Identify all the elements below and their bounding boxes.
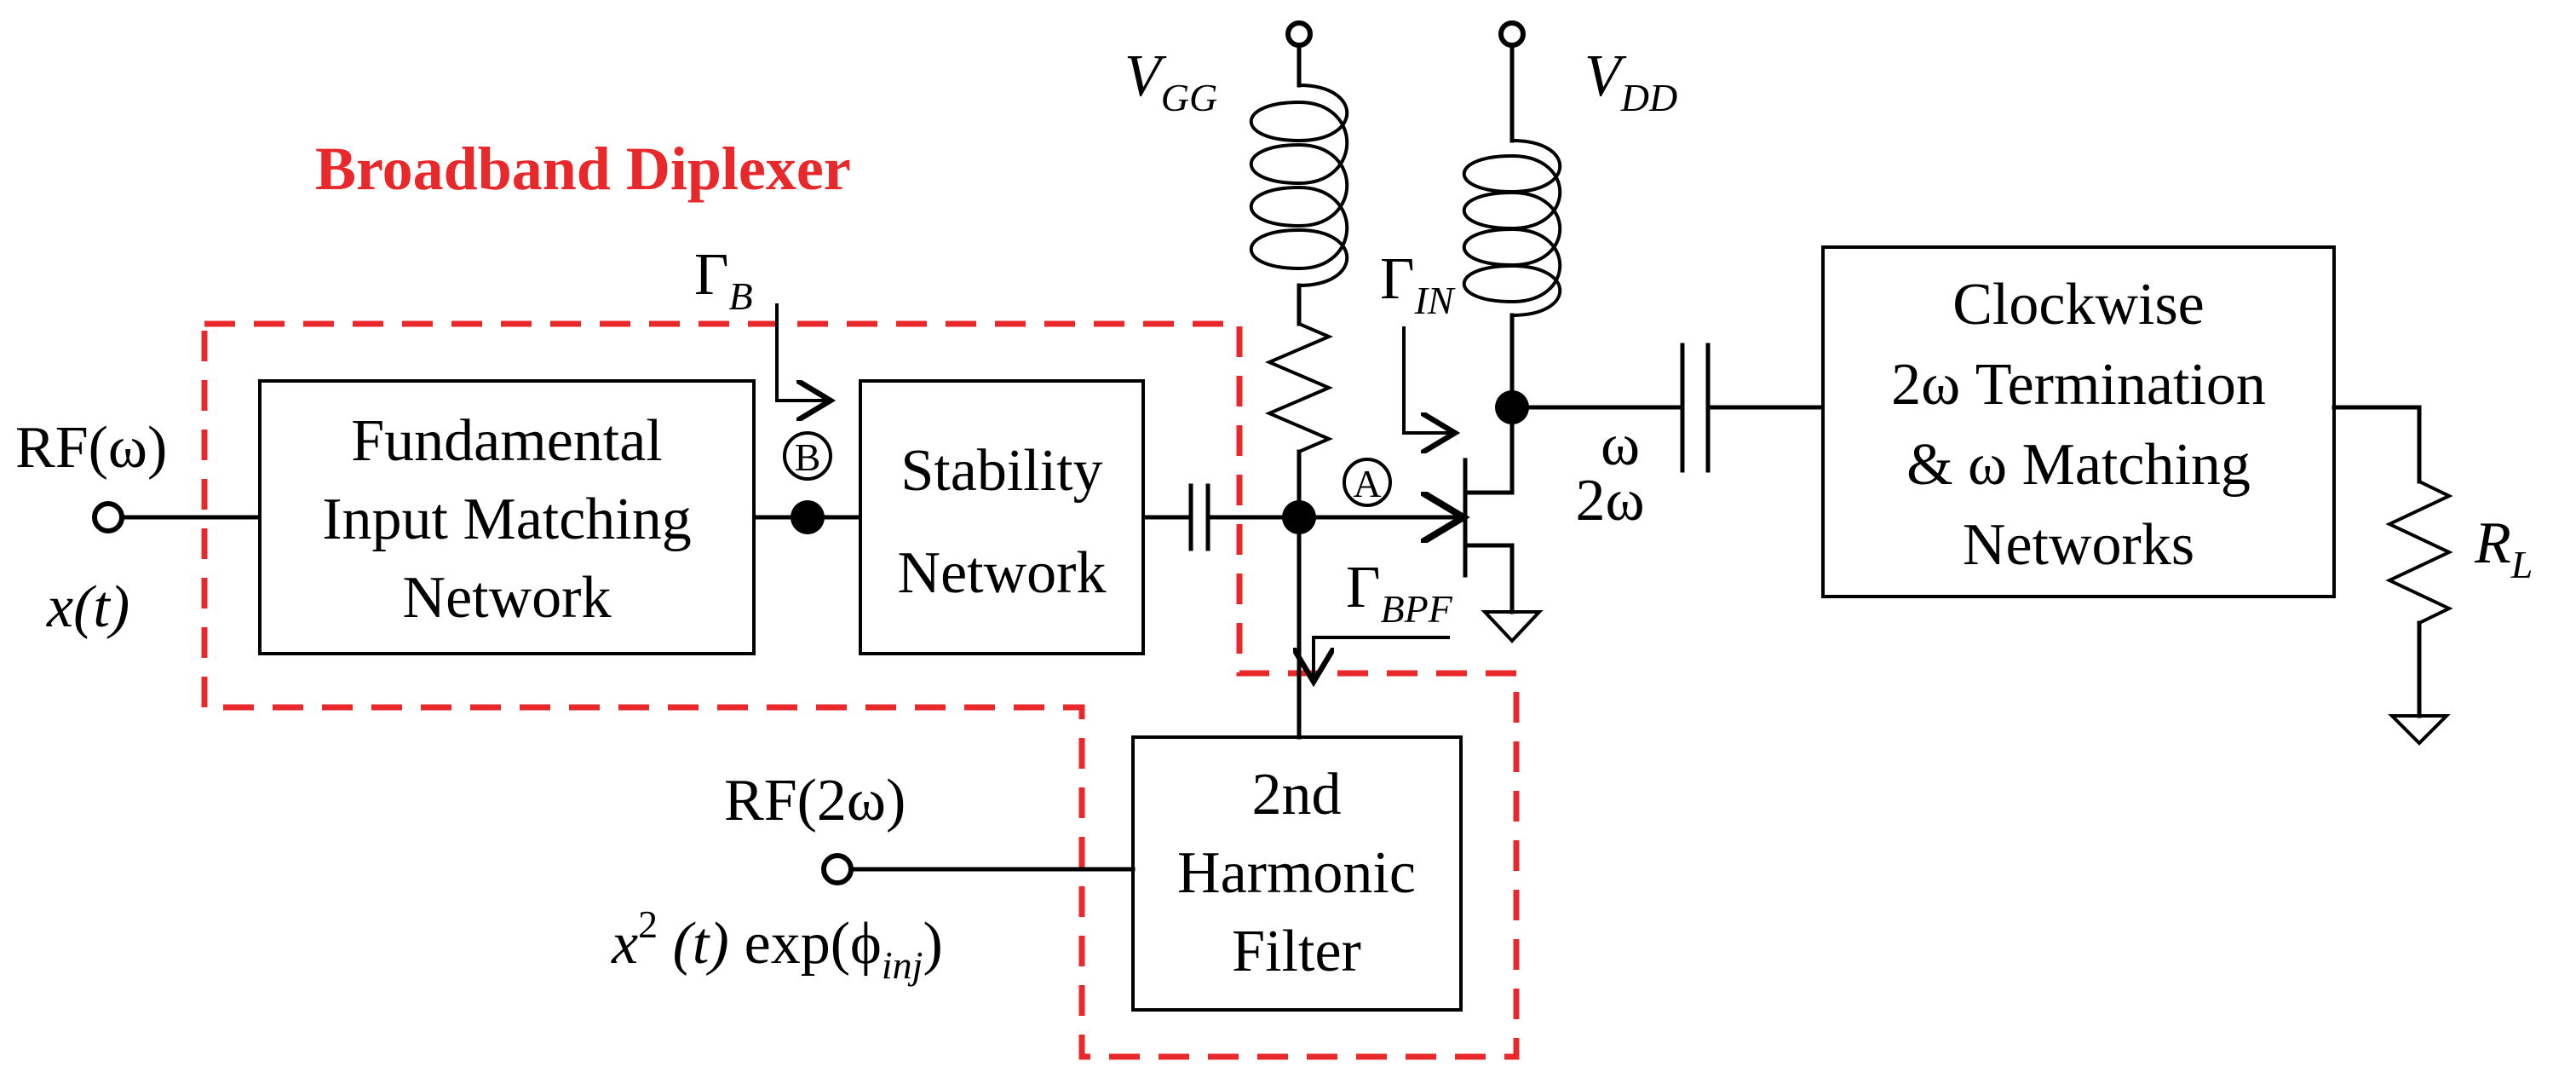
- drain-rf-choke: [1462, 138, 1562, 318]
- rf-input-label: RF(ω): [15, 415, 167, 481]
- vdd-label: VDD: [1584, 43, 1677, 119]
- diplexer-boundary: [201, 320, 1520, 1060]
- rf-input-terminal: [92, 501, 124, 533]
- output-termination-block: [1821, 245, 2336, 598]
- stability-line-1: Stability: [900, 438, 1102, 504]
- wire-output-to-load: [2332, 405, 2422, 484]
- load-label: RL: [2474, 510, 2533, 586]
- matching-line-2: Input Matching: [322, 487, 692, 552]
- node-a-dot: [1282, 500, 1316, 534]
- matching-line-1: Fundamental: [351, 408, 662, 474]
- stability-line-2: Network: [898, 540, 1107, 606]
- vgg-label: VGG: [1124, 43, 1217, 119]
- gamma-bpf-arrow: [1314, 636, 1450, 682]
- transistor-source-leg: [1463, 543, 1515, 614]
- output-line-4: Networks: [1963, 512, 2194, 578]
- load-ground: [2388, 714, 2451, 746]
- output-line-1: Clockwise: [1952, 272, 2205, 337]
- stability-network-block: [859, 379, 1145, 655]
- rf-input-signal: x(t): [46, 574, 129, 640]
- harmonic-line-1: 2nd: [1252, 762, 1342, 827]
- transistor-ground: [1481, 610, 1544, 643]
- gamma-bpf-label: ΓBPF: [1346, 555, 1453, 631]
- matching-line-3: Network: [403, 565, 612, 631]
- gamma-in-label: ΓIN: [1380, 246, 1456, 322]
- gamma-b-arrow: [775, 303, 831, 401]
- node-b-label: B: [795, 435, 821, 479]
- fundamental-matching-block: [258, 379, 756, 655]
- rf2-input-terminal: [821, 853, 854, 885]
- load-resistor: [2385, 479, 2453, 626]
- gate-rf-choke: [1249, 83, 1349, 288]
- output-line-3: & ω Matching: [1906, 432, 2251, 498]
- node-a-marker: [1343, 458, 1392, 507]
- harmonic-line-3: Filter: [1232, 919, 1361, 984]
- freq-fund-label: ω: [1601, 412, 1640, 478]
- node-b-marker: [783, 431, 832, 481]
- output-line-2: 2ω Termination: [1891, 352, 2266, 418]
- gamma-b-label: ΓB: [694, 242, 753, 318]
- freq-harm-label: 2ω: [1575, 468, 1644, 533]
- vgg-terminal: [1285, 20, 1313, 48]
- rf2-input-signal: x2 (t)exp(ϕinj): [611, 902, 943, 987]
- node-b-dot: [791, 500, 825, 534]
- transistor-drain-leg: [1463, 405, 1515, 495]
- gamma-in-arrow: [1402, 326, 1455, 433]
- node-a-label: A: [1353, 462, 1381, 505]
- rf2-input-label: RF(2ω): [724, 768, 906, 833]
- diplexer-label: Broadband Diplexer: [315, 135, 851, 203]
- harmonic-filter-block: [1131, 735, 1463, 1012]
- harmonic-line-2: Harmonic: [1177, 840, 1416, 906]
- vdd-terminal: [1498, 20, 1526, 48]
- gate-bias-resistor: [1264, 321, 1334, 454]
